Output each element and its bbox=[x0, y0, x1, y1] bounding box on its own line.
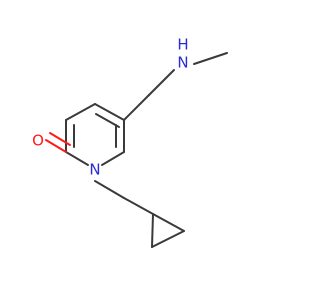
nh-nitrogen-label: N bbox=[177, 54, 188, 72]
bond-c5-c4 bbox=[94, 103, 125, 121]
bond-cyclopropyl-a bbox=[152, 213, 185, 232]
molecule-render: N H N O bbox=[32, 35, 228, 248]
molecule-bonds bbox=[45, 52, 228, 248]
bond-ring-ch2 bbox=[123, 94, 150, 121]
bond-carbonyl-b bbox=[49, 132, 71, 146]
bond-c2-n1 bbox=[65, 151, 89, 166]
atom-labels: N H N O bbox=[32, 36, 189, 179]
bond-n1-c6 bbox=[101, 151, 125, 166]
bond-ch2-cyclopropyl bbox=[123, 197, 154, 215]
bond-cyclopropyl-c bbox=[151, 230, 185, 248]
carbonyl-oxygen-label: O bbox=[32, 132, 44, 150]
nh-hydrogen-label: H bbox=[177, 36, 188, 54]
bond-nh-methyl bbox=[193, 52, 228, 65]
bond-carbonyl-a bbox=[45, 139, 67, 153]
bond-c4-c3 bbox=[65, 103, 96, 121]
bond-ch2-nh bbox=[148, 69, 175, 96]
bond-cyclopropyl-b bbox=[151, 213, 154, 248]
ring-nitrogen-label: N bbox=[89, 161, 100, 179]
bond-n1-ch2 bbox=[94, 180, 125, 199]
